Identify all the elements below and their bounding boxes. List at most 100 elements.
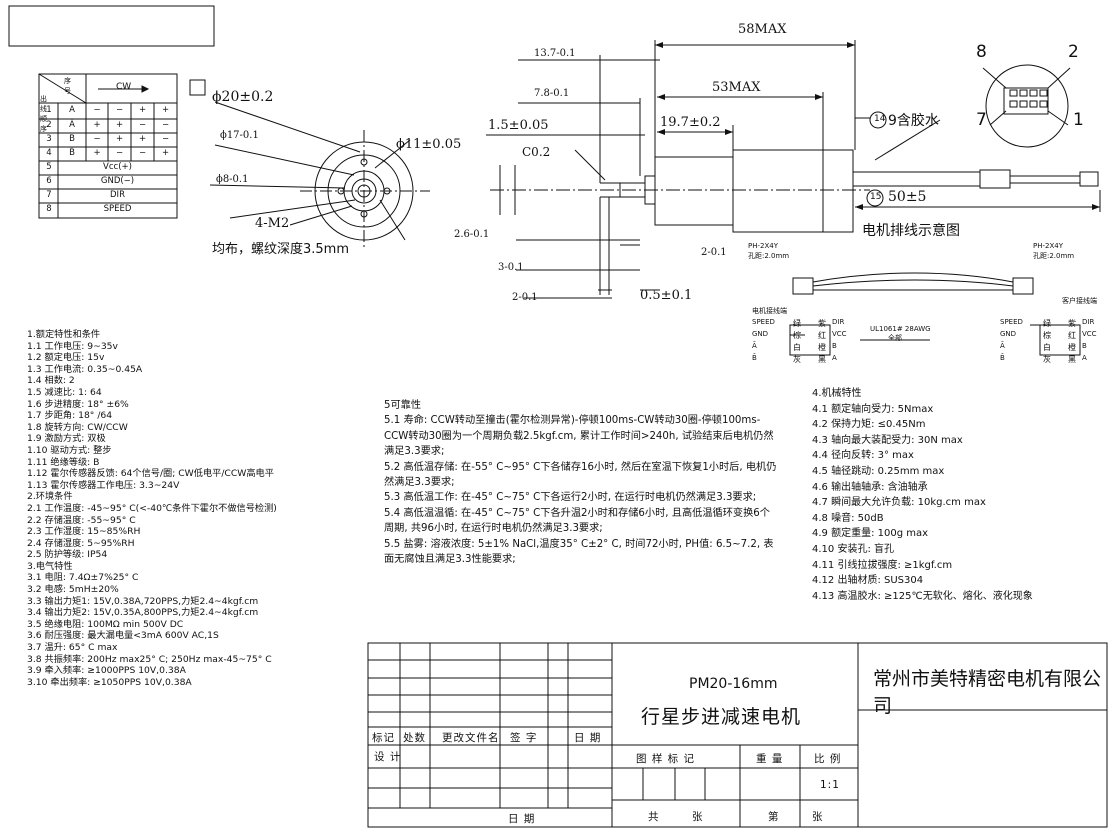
wire-color: 灰 — [1043, 355, 1051, 364]
dim-7-8: 7.8-0.1 — [534, 88, 570, 99]
pin-no: 8 — [46, 204, 52, 214]
row-cell: − — [138, 120, 147, 130]
row-cell: − — [138, 148, 147, 158]
left-pin-label: B̄ — [752, 354, 757, 362]
row-name: B̄ — [69, 148, 75, 158]
reliability-item: 5.3 高低温工作: 在-45° C~75° C下各运行2小时, 在运行时电机仍… — [384, 492, 757, 504]
rev-header: 签 字 — [510, 732, 538, 744]
wire-color: 紫 — [818, 319, 826, 328]
wire-color: 橙 — [818, 343, 826, 352]
row-cell: − — [93, 105, 101, 115]
wire-color: 白 — [793, 343, 801, 352]
row-cell: + — [115, 134, 124, 144]
rev-header: 标记 — [372, 732, 395, 744]
dim-phi8: ϕ8-0.1 — [216, 174, 249, 185]
mech-line: 4.13 高温胶水: ≥125℃无软化、熔化、液化现象 — [812, 590, 1033, 602]
glue-marker-circles — [866, 111, 887, 207]
glue-number: 14 — [874, 114, 886, 124]
connector-left-pitch: 孔距:2.0mm — [748, 252, 790, 260]
mech-line: 4.4 径向反转: 3° max — [812, 450, 914, 462]
spec-line: 3.5 绝缘电阻: 100MΩ min 500V DC — [27, 618, 184, 630]
dim-53max: 53MAX — [712, 80, 761, 95]
spec-line: 3.电气特性 — [27, 560, 73, 572]
mech-line: 4.8 噪音: 50dB — [812, 512, 884, 524]
spec-line: 3.10 牵出频率: ≥1050PPS 10V,0.38A — [27, 676, 192, 688]
pin-name: DIR — [110, 190, 125, 200]
pin-name: GND(−) — [100, 176, 135, 186]
table-corner-bottom: 出线顺序 — [40, 95, 47, 133]
mech-line: 4.12 出轴材质: SUS304 — [812, 575, 924, 587]
spec-line: 3.9 牵入频率: ≥1000PPS 10V,0.38A — [27, 665, 186, 677]
customer-right-pin: DIR — [1082, 318, 1095, 326]
spec-line: 3.8 共振频率: 200Hz max25° C; 250Hz max-45~7… — [27, 653, 272, 665]
wire-color: 红 — [818, 331, 826, 340]
mech-line: 4.9 额定重量: 100g max — [812, 528, 929, 540]
motor-side-label: 电机接线端 — [752, 307, 787, 315]
reliability-item: 5.5 盐雾: 溶液浓度: 5±1% NaCl,温度35° C±2° C, 时间… — [384, 538, 774, 566]
spec-line: 1.13 霍尔传感器工作电压: 3.3~24V — [27, 479, 180, 491]
mechanical-section: 4.机械特性 4.1 额定轴向受力: 5Nmax 4.2 保持力矩: ≤0.45… — [812, 386, 1033, 604]
customer-right-pin: B — [1082, 342, 1087, 350]
pin-no: 6 — [46, 176, 52, 186]
wire-color: 橙 — [1068, 343, 1076, 352]
customer-pin-label: SPEED — [1000, 318, 1023, 326]
wire-color: 棕 — [793, 331, 801, 340]
row-no: 4 — [46, 148, 52, 158]
right-pin-label: B — [832, 342, 837, 350]
connector-pin-8: 8 — [976, 42, 987, 62]
spec-line: 3.4 输出力矩2: 15V,0.35A,800PPS,力矩2.4~4kgf.c… — [27, 607, 259, 619]
row-cell: − — [161, 134, 170, 144]
pin-name: SPEED — [103, 204, 132, 214]
pin-name: Vcc(+) — [103, 162, 132, 172]
connector-left-type: PH-2X4Y — [748, 242, 778, 250]
connector-view — [982, 64, 1071, 148]
wiring-diagram — [789, 272, 1081, 356]
row-cell: + — [138, 105, 147, 115]
left-pin-label: Ā — [752, 342, 757, 350]
scale-label: 比 例 — [814, 753, 842, 765]
right-pin-label: VCC — [832, 330, 847, 338]
mech-line: 4.6 输出轴轴承: 含油轴承 — [812, 481, 928, 493]
spec-line: 2.2 存储温度: -55~95° C — [27, 514, 136, 526]
table-direction: CW — [116, 82, 132, 92]
wire-color: 绿 — [1043, 319, 1051, 328]
mech-line: 4.11 引线拉拔强度: ≥1kgf.cm — [812, 559, 953, 571]
dim-2a: 2-0.1 — [701, 247, 727, 258]
dim-phi11: ϕ11±0.05 — [396, 137, 462, 152]
customer-pin-label: GND — [1000, 330, 1017, 338]
mech-line: 4.5 轴径跳动: 0.25mm max — [812, 465, 945, 477]
pin-no: 7 — [46, 190, 52, 200]
date-label: 日 期 — [508, 813, 536, 825]
spec-line: 1.9 激励方式: 双极 — [27, 433, 106, 445]
spec-line: 1.1 工作电压: 9~35v — [27, 340, 118, 352]
spec-line: 3.1 电阻: 7.4Ω±7%25° C — [27, 572, 139, 584]
spec-line: 3.2 电感: 5mH±20% — [27, 584, 119, 596]
dim-2-6: 2.6-0.1 — [454, 229, 490, 240]
spec-line: 2.环境条件 — [27, 491, 73, 503]
drawing-mark-label: 图 样 标 记 — [636, 753, 696, 765]
spec-line: 2.3 工作湿度: 15~85%RH — [27, 526, 141, 538]
connector-pin-7: 7 — [976, 110, 987, 130]
reliability-item: 5.1 寿命: CCW转动至撞击(霍尔检测异常)-停顿100ms-CW转动30圈… — [384, 415, 774, 458]
reliability-heading: 5可靠性 — [384, 400, 422, 411]
page-label: 第 — [768, 811, 780, 823]
spec-list-electrical: 1.额定特性和条件 1.1 工作电压: 9~35v 1.2 额定电压: 15v … — [27, 329, 277, 688]
m2-note: 均布，螺纹深度3.5mm — [212, 242, 350, 257]
spec-line: 1.8 旋转方向: CW/CCW — [27, 421, 128, 433]
page-sheets-label: 张 — [812, 811, 824, 823]
spec-line: 1.12 霍尔传感器反馈: 64个信号/圈; CW低电平/CCW高电平 — [27, 468, 274, 480]
spec-line: 1.3 工作电流: 0.35~0.45A — [27, 363, 143, 375]
front-view — [209, 101, 430, 250]
spec-line: 1.4 相数: 2 — [27, 375, 75, 387]
company-name: 常州市美特精密电机有限公司 — [873, 668, 1102, 717]
product-name: 行星步进减速电机 — [641, 706, 802, 728]
customer-right-pin: A — [1082, 354, 1087, 362]
wire-color: 黑 — [1068, 355, 1076, 364]
row-cell: − — [115, 105, 124, 115]
title-block-grid — [367, 642, 1108, 828]
row-cell: − — [161, 120, 170, 130]
scale-value: 1:1 — [820, 779, 840, 791]
row-no: 1 — [46, 105, 52, 115]
right-pin-label: A — [832, 354, 837, 362]
total-label: 共 — [648, 811, 660, 823]
